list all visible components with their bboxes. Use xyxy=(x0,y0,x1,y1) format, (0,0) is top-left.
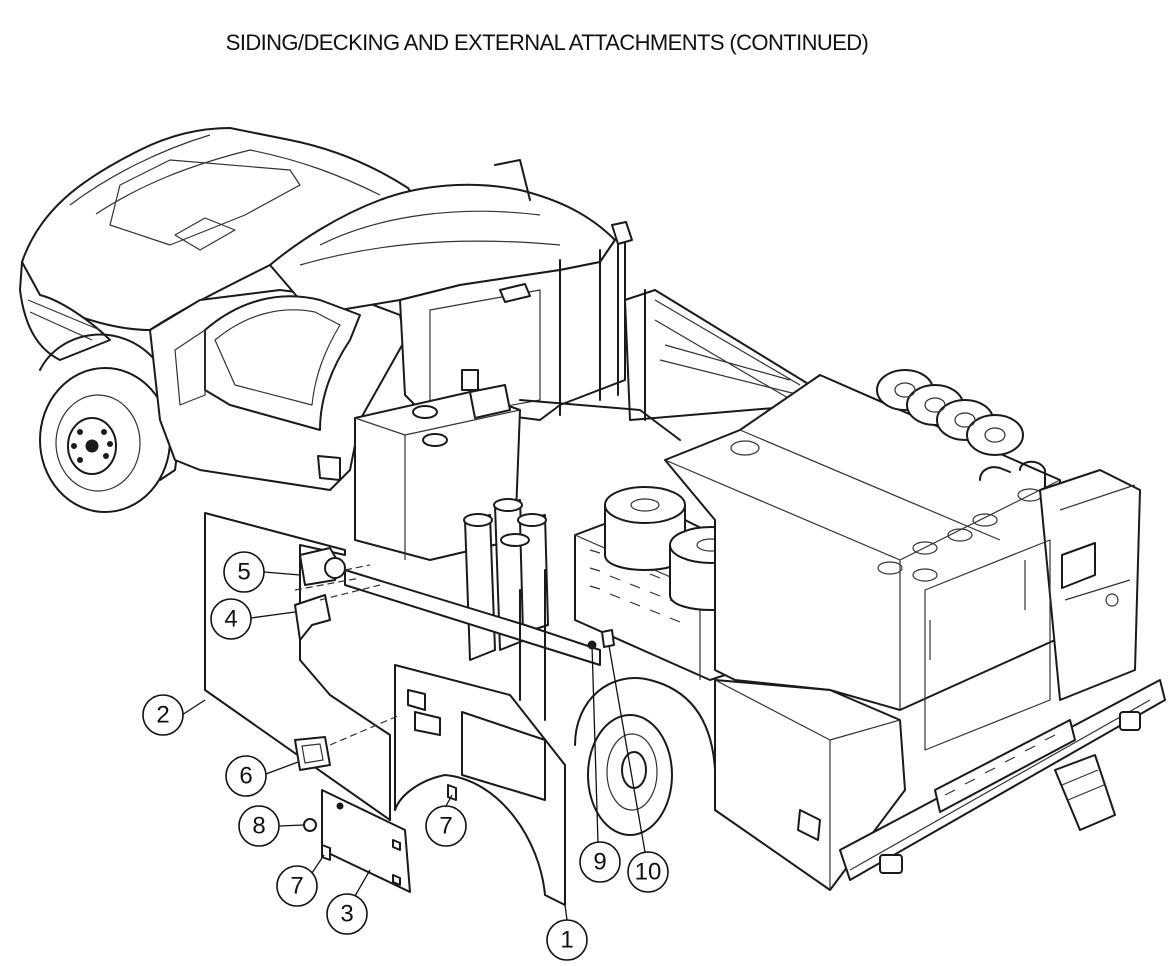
svg-text:5: 5 xyxy=(237,559,250,586)
bracket xyxy=(294,594,331,641)
svg-text:10: 10 xyxy=(635,859,662,886)
lower-compartment xyxy=(714,679,1166,891)
frame-rail xyxy=(344,569,601,666)
page-title: SIDING/DECKING AND EXTERNAL ATTACHMENTS … xyxy=(225,30,869,55)
svg-text:3: 3 xyxy=(340,901,353,928)
rear-wheel xyxy=(574,677,716,836)
callout-7a: 7 xyxy=(425,794,467,847)
knob xyxy=(303,818,317,832)
svg-text:7: 7 xyxy=(439,813,452,840)
truck-cab xyxy=(19,127,633,513)
svg-text:4: 4 xyxy=(224,606,237,633)
support-post xyxy=(519,569,546,721)
callout-8: 8 xyxy=(238,805,305,847)
callout-9: 9 xyxy=(579,640,621,883)
hose-reels xyxy=(876,369,1024,456)
filter-assembly xyxy=(463,498,549,661)
fastener xyxy=(447,784,457,801)
svg-text:7: 7 xyxy=(290,873,303,900)
callout-10: 10 xyxy=(601,629,669,893)
callout-7b: 7 xyxy=(276,854,325,907)
callout-6: 6 xyxy=(225,755,299,797)
truck-bed xyxy=(519,289,811,441)
callout-1: 1 xyxy=(546,904,588,961)
service-body xyxy=(664,369,1141,751)
svg-text:2: 2 xyxy=(156,702,169,729)
svg-text:9: 9 xyxy=(593,849,606,876)
callout-4: 4 xyxy=(210,598,296,640)
callout-2: 2 xyxy=(142,694,206,736)
svg-text:6: 6 xyxy=(239,763,252,790)
callout-5: 5 xyxy=(223,551,301,593)
handle xyxy=(294,736,331,771)
access-panel xyxy=(321,789,411,893)
callout-3: 3 xyxy=(326,869,371,935)
fastener xyxy=(321,844,331,861)
svg-text:8: 8 xyxy=(252,813,265,840)
svg-text:1: 1 xyxy=(560,927,573,954)
